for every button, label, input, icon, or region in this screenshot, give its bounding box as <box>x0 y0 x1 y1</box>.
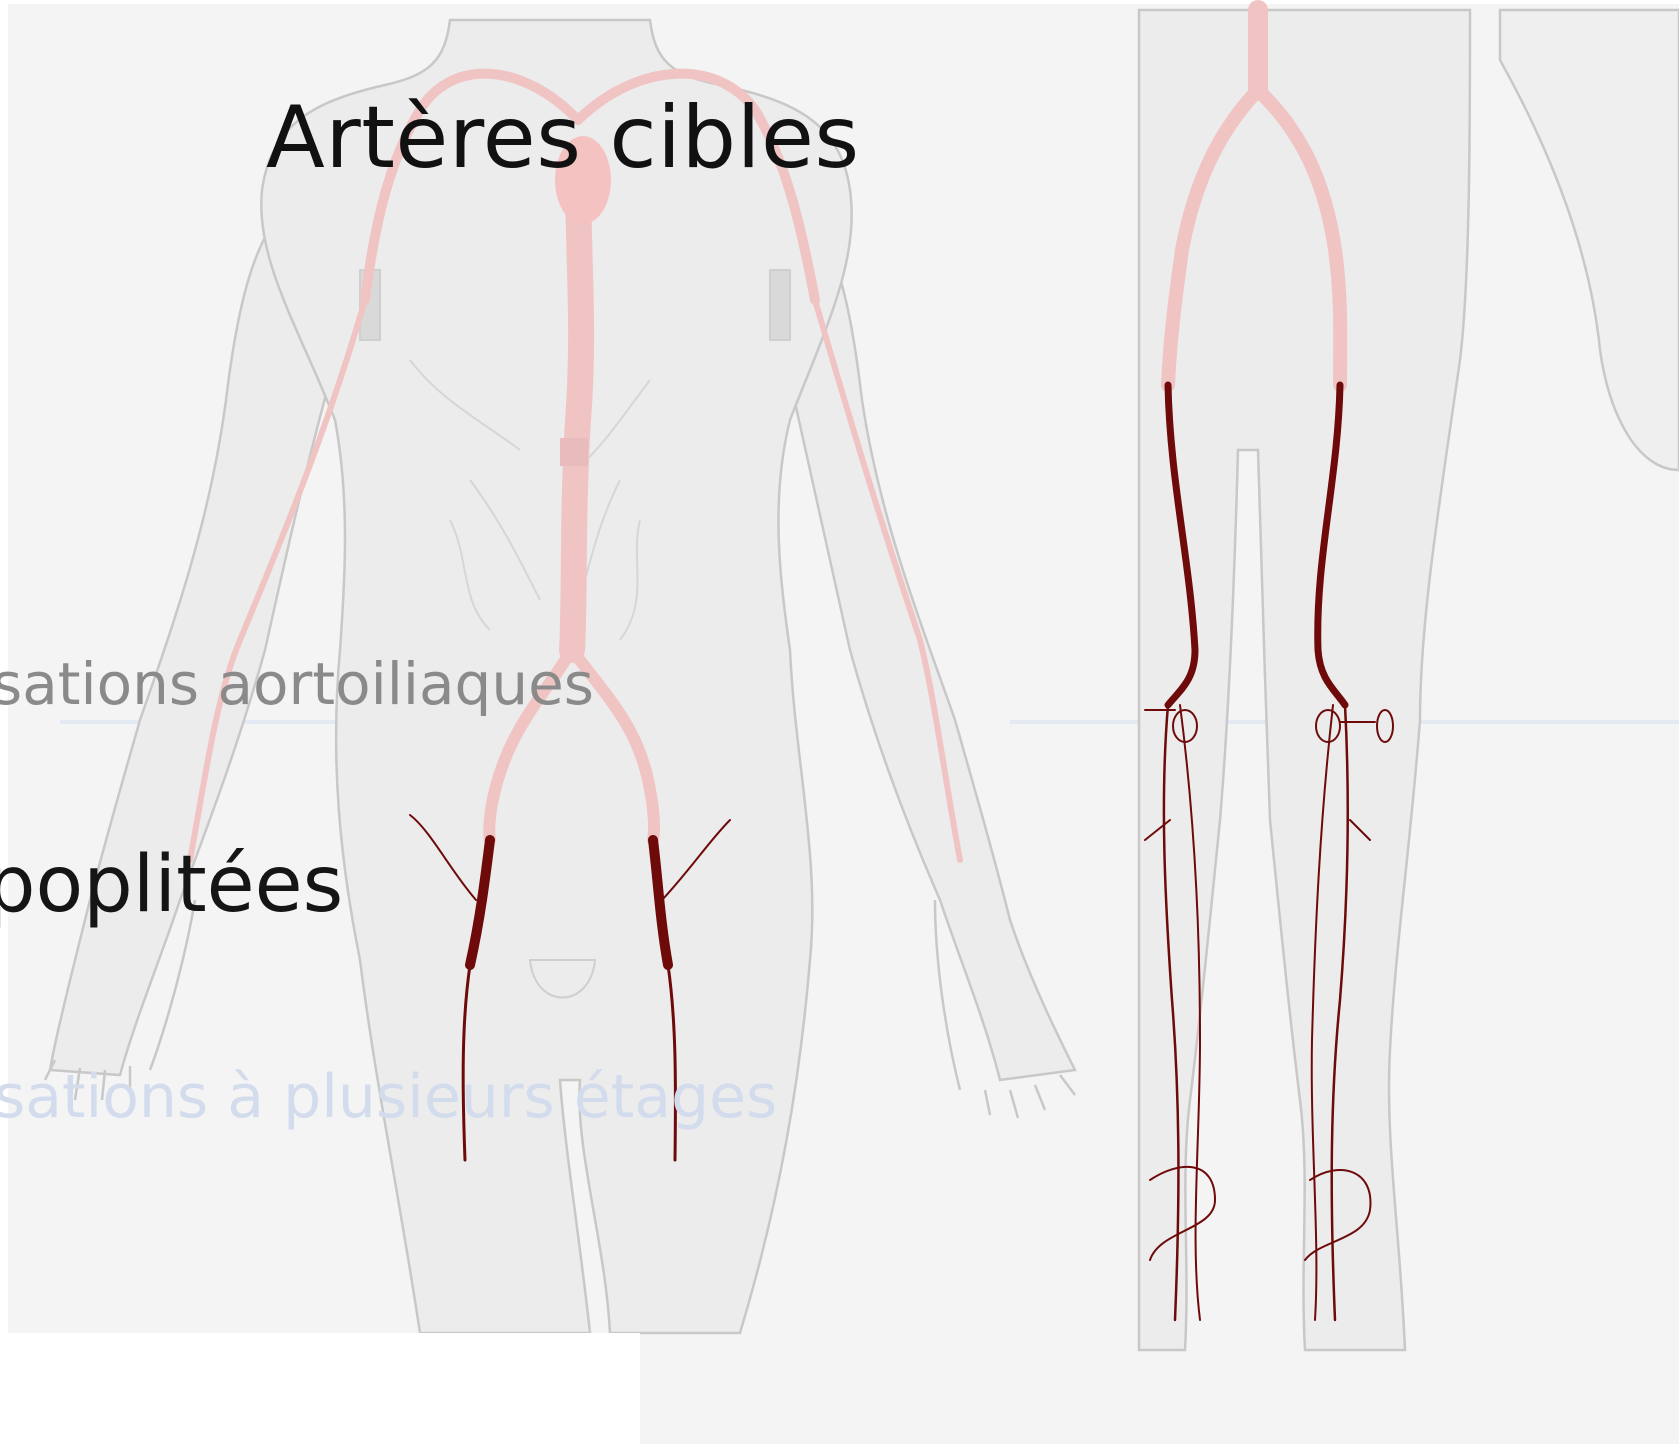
slide-title: Artères cibles <box>266 88 860 188</box>
bottom-white-band <box>0 1333 640 1444</box>
bullet-popliteal: poplitées <box>0 840 343 930</box>
bullet-multilevel: sations à plusieurs étages <box>0 1062 777 1132</box>
bullet-aortoiliac: sations aortoiliaques <box>0 650 594 718</box>
aorta-marker <box>560 438 588 466</box>
